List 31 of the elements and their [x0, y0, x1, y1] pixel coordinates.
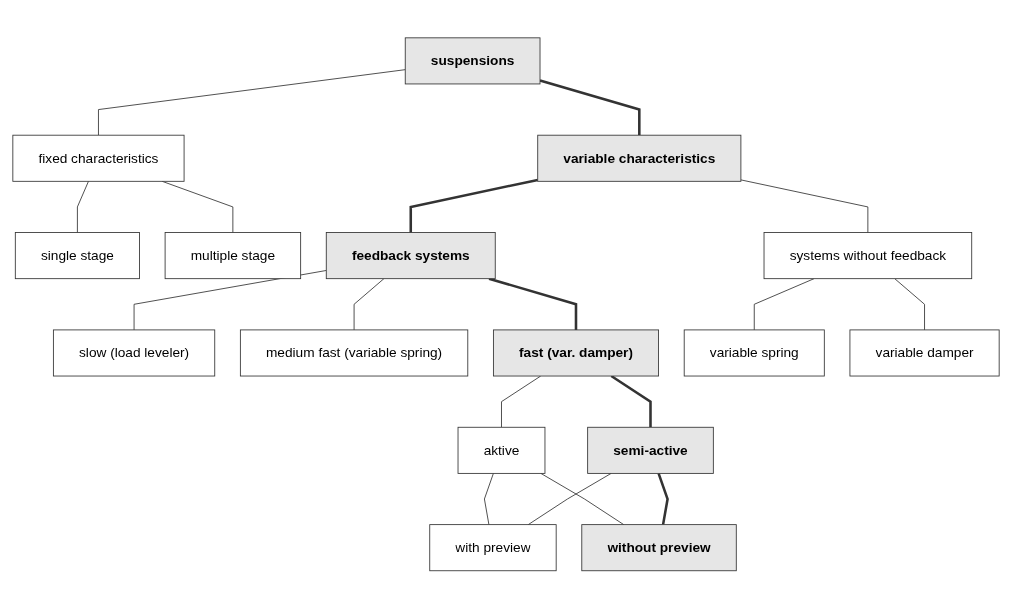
connector — [353, 277, 384, 331]
node-box: slow (load leveler) — [52, 329, 215, 377]
connector — [483, 472, 494, 525]
connector — [97, 68, 406, 136]
connector — [656, 472, 669, 525]
connector — [133, 269, 327, 331]
node-box: variable damper — [849, 329, 1000, 377]
node-box: feedback systems — [325, 231, 496, 279]
connector — [500, 375, 541, 428]
connector — [488, 277, 577, 330]
connector — [893, 277, 925, 331]
connector — [527, 472, 612, 525]
node-box: aktive — [457, 426, 545, 474]
connector — [409, 178, 538, 233]
node-box: medium fast (variable spring) — [239, 329, 468, 377]
node-box: variable spring — [683, 329, 825, 377]
node-box: systems without feedback — [763, 231, 972, 279]
node-box: without preview — [580, 523, 737, 571]
connector — [610, 374, 652, 427]
node-box: fixed characteristics — [11, 134, 184, 182]
node-box: single stage — [14, 231, 140, 279]
connector — [753, 277, 814, 331]
node-box: semi-active — [586, 426, 714, 474]
connector — [76, 180, 89, 233]
node-box: suspensions — [404, 37, 540, 85]
connector — [739, 179, 868, 233]
connector — [539, 79, 641, 135]
node-box: multiple stage — [164, 231, 301, 279]
node-box: with preview — [428, 523, 557, 571]
node-box: fast (var. damper) — [492, 329, 659, 377]
node-box: variable characteristics — [536, 134, 741, 182]
